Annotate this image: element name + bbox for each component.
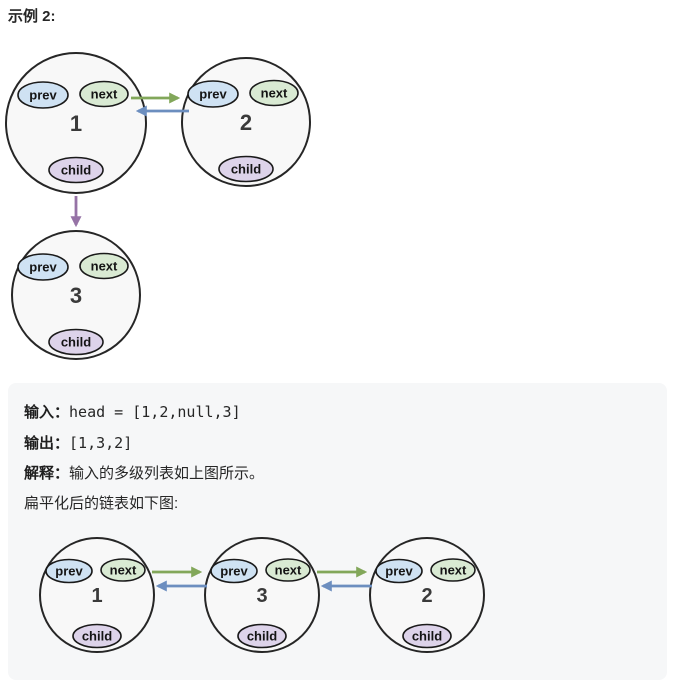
node-value: 1 bbox=[91, 585, 102, 607]
explanation-label: 解释： bbox=[24, 465, 70, 482]
next-pointer-badge bbox=[430, 558, 476, 582]
flat-node-2: prev next 3 child bbox=[204, 537, 320, 653]
child-pointer-label: child bbox=[61, 335, 91, 350]
child-pointer-label: child bbox=[61, 163, 91, 178]
list-node-1: prev next 1 child bbox=[5, 52, 147, 194]
flatten-note-line: 扁平化后的链表如下图: bbox=[24, 489, 651, 519]
prev-pointer-badge bbox=[187, 80, 239, 108]
next-pointer-badge bbox=[249, 79, 299, 107]
child-pointer-label: child bbox=[231, 162, 261, 177]
child-pointer-label: child bbox=[412, 629, 442, 644]
child-pointer-badge bbox=[48, 328, 104, 356]
child-pointer-badge bbox=[402, 623, 452, 649]
child-pointer-badge bbox=[72, 623, 122, 649]
child-pointer-badge bbox=[237, 623, 287, 649]
prev-pointer-label: prev bbox=[385, 564, 413, 579]
prev-pointer-badge bbox=[375, 558, 423, 584]
child-pointer-badge bbox=[218, 155, 274, 183]
list-node-3: prev next 3 child bbox=[11, 230, 141, 360]
child-pointer-label: child bbox=[247, 629, 277, 644]
child-pointer-label: child bbox=[82, 629, 112, 644]
node-value: 3 bbox=[70, 283, 82, 308]
explanation-text: 输入的多级列表如上图所示。 bbox=[69, 465, 265, 482]
input-label: 输入： bbox=[24, 404, 70, 421]
example-io-block: 输入：head = [1,2,null,3] 输出：[1,3,2] 解释：输入的… bbox=[8, 383, 667, 680]
next-pointer-label: next bbox=[91, 259, 118, 274]
node-value: 3 bbox=[256, 585, 267, 607]
explanation-line: 解释：输入的多级列表如上图所示。 bbox=[24, 459, 651, 489]
prev-pointer-label: prev bbox=[55, 564, 83, 579]
prev-pointer-badge bbox=[17, 81, 69, 109]
prev-pointer-badge bbox=[210, 558, 258, 584]
node-value: 2 bbox=[240, 110, 252, 135]
input-line: 输入：head = [1,2,null,3] bbox=[24, 397, 651, 428]
node-value: 1 bbox=[70, 111, 82, 136]
next-pointer-badge bbox=[79, 252, 129, 280]
prev-pointer-badge bbox=[45, 558, 93, 584]
flatten-note: 扁平化后的链表如下图: bbox=[24, 495, 179, 512]
list-node-2: prev next 2 child bbox=[181, 57, 311, 187]
prev-pointer-label: prev bbox=[29, 88, 57, 103]
next-pointer-badge bbox=[79, 80, 129, 108]
flat-node-1: prev next 1 child bbox=[39, 537, 155, 653]
next-pointer-label: next bbox=[91, 87, 118, 102]
output-line: 输出：[1,3,2] bbox=[24, 428, 651, 459]
next-pointer-label: next bbox=[440, 563, 467, 578]
example-heading: 示例 2: bbox=[8, 8, 56, 25]
multilevel-list-diagram: prev next 1 child prev next 2 child prev… bbox=[5, 52, 311, 360]
next-pointer-badge bbox=[100, 558, 146, 582]
flattened-list-diagram: prev next 1 child prev next 3 child bbox=[39, 537, 485, 653]
flat-node-3: prev next 2 child bbox=[369, 537, 485, 653]
prev-pointer-badge bbox=[17, 253, 69, 281]
next-pointer-label: next bbox=[275, 563, 302, 578]
next-pointer-label: next bbox=[110, 563, 137, 578]
prev-pointer-label: prev bbox=[199, 87, 227, 102]
prev-pointer-label: prev bbox=[29, 260, 57, 275]
next-pointer-label: next bbox=[261, 86, 288, 101]
next-pointer-badge bbox=[265, 558, 311, 582]
prev-pointer-label: prev bbox=[220, 564, 248, 579]
output-label: 输出： bbox=[24, 435, 70, 452]
input-value: head = [1,2,null,3] bbox=[69, 403, 241, 421]
node-value: 2 bbox=[421, 585, 432, 607]
output-value: [1,3,2] bbox=[69, 434, 133, 452]
child-pointer-badge bbox=[48, 156, 104, 184]
